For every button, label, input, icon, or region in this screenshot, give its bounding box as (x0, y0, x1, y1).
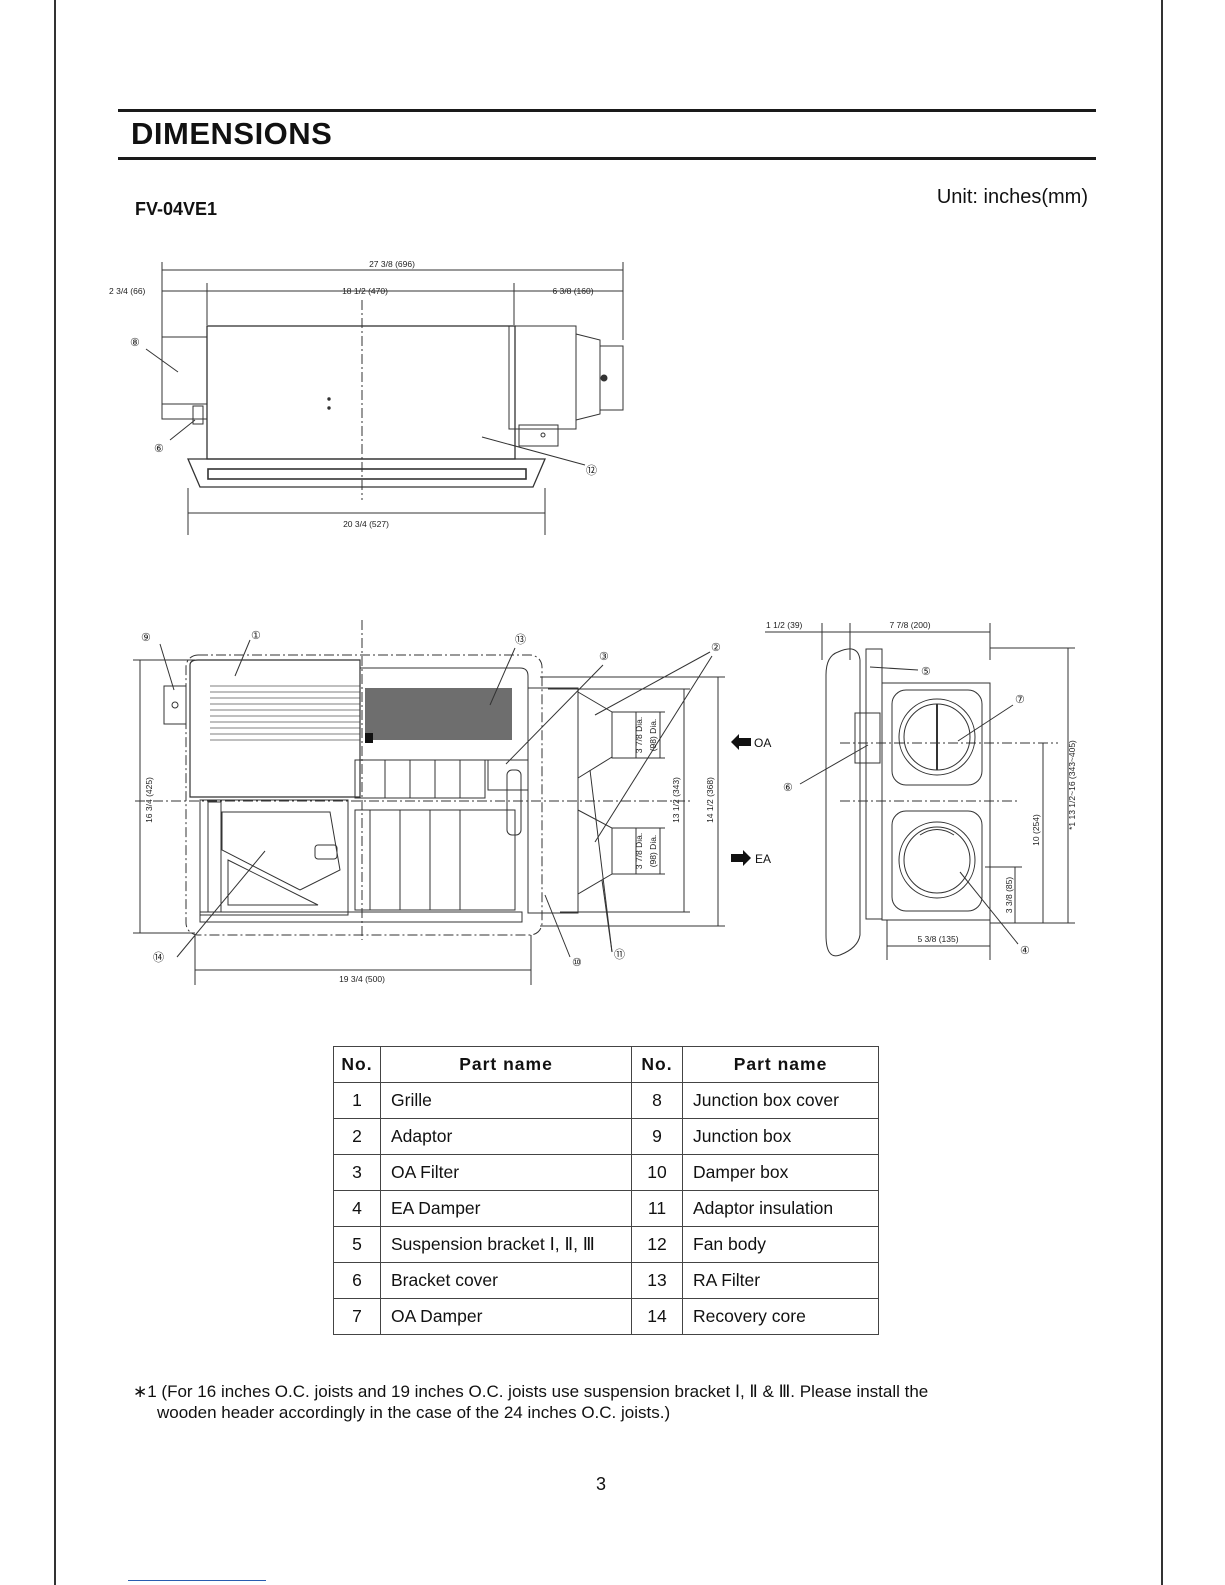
part-number: 6 (333, 1262, 381, 1299)
callout-5: ⑤ (921, 666, 931, 678)
top-view-drawing (145, 262, 624, 535)
part-number: 2 (333, 1118, 381, 1155)
page-frame-right (1161, 0, 1163, 1585)
callout-9: ⑨ (141, 632, 151, 644)
page-number: 3 (596, 1474, 607, 1494)
part-name: Damper box (682, 1154, 879, 1191)
part-name: Bracket cover (380, 1262, 632, 1299)
callout-12: ⑫ (586, 464, 597, 477)
part-number: 7 (333, 1298, 381, 1335)
parts-table-header: No. Part name No. Part name (333, 1046, 879, 1083)
part-name: Junction box (682, 1118, 879, 1155)
side-view-drawing (765, 623, 1075, 960)
part-name: Suspension bracket Ⅰ, Ⅱ, Ⅲ (380, 1226, 632, 1263)
dim-oa-diameter: 3 7/8 Dia. (634, 717, 644, 753)
dim-ea-diameter-mm: (98) Dia. (648, 835, 658, 868)
table-row: 5 Suspension bracket Ⅰ, Ⅱ, Ⅲ 12 Fan body (333, 1226, 879, 1263)
part-name: Junction box cover (682, 1082, 879, 1119)
callout-10: ⑩ (572, 957, 582, 969)
callout-8: ⑧ (130, 337, 140, 349)
dim-ea-diameter: 3 7/8 Dia. (634, 833, 644, 869)
dim-side-bottom: 5 3/8 (135) (917, 934, 958, 944)
dim-outer-height: 14 1/2 (368) (705, 777, 715, 823)
table-row: 1 Grille 8 Junction box cover (333, 1082, 879, 1119)
front-view-labels: 16 3/4 (425) 19 3/4 (500) 3 7/8 Dia. (98… (141, 630, 771, 984)
dim-front-height: 16 3/4 (425) (144, 777, 154, 823)
part-number: 9 (631, 1118, 683, 1155)
top-view-labels: 27 3/8 (696) 2 3/4 (66) 18 1/2 (470) 6 3… (109, 259, 597, 529)
dim-overall-length: 27 3/8 (696) (369, 259, 415, 269)
part-number: 11 (631, 1190, 683, 1227)
part-number: 4 (333, 1190, 381, 1227)
title-rule-top (118, 109, 1096, 112)
part-number: 13 (631, 1262, 683, 1299)
footer-link-underline[interactable] (128, 1580, 266, 1581)
dim-left-offset: 2 3/4 (66) (109, 286, 146, 296)
header-part-name-2: Part name (682, 1046, 879, 1083)
dim-side-top-right: 7 7/8 (200) (889, 620, 930, 630)
ea-label: EA (755, 852, 771, 866)
part-name: Recovery core (682, 1298, 879, 1335)
callout-2: ② (711, 642, 721, 654)
title-rule-bottom (118, 157, 1096, 160)
dim-body-length: 18 1/2 (470) (342, 286, 388, 296)
part-number: 14 (631, 1298, 683, 1335)
dim-grille-width: 20 3/4 (527) (343, 519, 389, 529)
callout-4: ④ (1020, 945, 1030, 957)
dim-oa-diameter-mm: (98) Dia. (648, 719, 658, 752)
callout-6: ⑥ (154, 443, 164, 455)
page-title: DIMENSIONS (131, 116, 333, 151)
part-number: 12 (631, 1226, 683, 1263)
model-number: FV-04VE1 (135, 199, 218, 219)
unit-label: Unit: inches(mm) (936, 186, 1088, 208)
part-name: OA Filter (380, 1154, 632, 1191)
callout-6-side: ⑥ (783, 782, 793, 794)
dim-inner-height: 13 1/2 (343) (671, 777, 681, 823)
dimension-drawings: 27 3/8 (696) 2 3/4 (66) 18 1/2 (470) 6 3… (109, 259, 1077, 985)
header-no-2: No. (631, 1046, 683, 1083)
part-name: Adaptor insulation (682, 1190, 879, 1227)
part-name: EA Damper (380, 1190, 632, 1227)
header-no: No. (333, 1046, 381, 1083)
dim-side-lower: 3 3/8 (85) (1004, 877, 1014, 914)
table-row: 7 OA Damper 14 Recovery core (333, 1298, 879, 1335)
callout-1: ① (251, 630, 261, 642)
callout-3: ③ (599, 651, 609, 663)
front-view-drawing (133, 620, 751, 985)
page-frame-left (54, 0, 56, 1585)
dim-side-spacing: 10 (254) (1031, 814, 1041, 846)
oa-label: OA (754, 736, 771, 750)
part-name: Adaptor (380, 1118, 632, 1155)
part-name: Grille (380, 1082, 632, 1119)
footnote-line-2: wooden header accordingly in the case of… (157, 1403, 671, 1422)
part-name: Fan body (682, 1226, 879, 1263)
footnote-line-1: ∗1 (For 16 inches O.C. joists and 19 inc… (133, 1382, 929, 1401)
dim-front-width: 19 3/4 (500) (339, 974, 385, 984)
callout-11: ⑪ (614, 948, 625, 961)
table-row: 4 EA Damper 11 Adaptor insulation (333, 1190, 879, 1227)
part-number: 1 (333, 1082, 381, 1119)
part-name: RA Filter (682, 1262, 879, 1299)
dim-joist-range: *1 13 1/2~16 (343~405) (1067, 740, 1077, 830)
callout-13: ⑬ (515, 633, 526, 646)
table-row: 3 OA Filter 10 Damper box (333, 1154, 879, 1191)
footnote: ∗1 (For 16 inches O.C. joists and 19 inc… (133, 1381, 1093, 1423)
table-row: 6 Bracket cover 13 RA Filter (333, 1262, 879, 1299)
part-number: 3 (333, 1154, 381, 1191)
part-number: 8 (631, 1082, 683, 1119)
side-view-labels: 1 1/2 (39) 7 7/8 (200) 10 (254) *1 13 1/… (766, 620, 1077, 957)
dim-side-top-left: 1 1/2 (39) (766, 620, 803, 630)
part-number: 5 (333, 1226, 381, 1263)
callout-14: ⑭ (153, 951, 164, 964)
part-name: OA Damper (380, 1298, 632, 1335)
table-row: 2 Adaptor 9 Junction box (333, 1118, 879, 1155)
dim-right-offset: 6 3/8 (160) (552, 286, 593, 296)
parts-table: No. Part name No. Part name 1 Grille 8 J… (333, 1046, 879, 1335)
header-part-name: Part name (380, 1046, 632, 1083)
callout-7: ⑦ (1015, 694, 1025, 706)
part-number: 10 (631, 1154, 683, 1191)
